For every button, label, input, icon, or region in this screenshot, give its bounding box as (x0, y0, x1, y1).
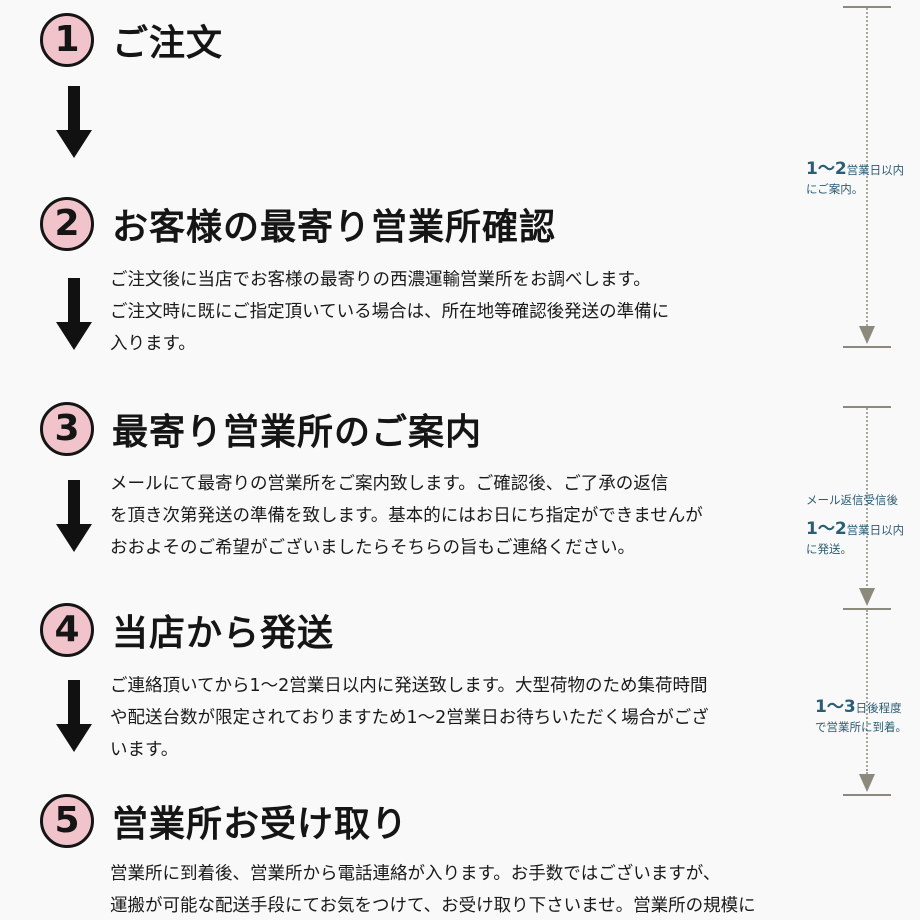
timeline-segment-1 (866, 8, 868, 326)
timeline-arrowhead-icon (859, 326, 875, 344)
timeline-label-3: 1〜3日後程度 で営業所に到着。 (815, 692, 907, 735)
step-5-header: 5 営業所お受け取り (40, 794, 408, 848)
down-arrow-icon (56, 480, 92, 552)
step-5-line: 営業所に到着後、営業所から電話連絡が入ります。お手数ではございますが、 (110, 864, 721, 884)
step-1-header: 1 ご注文 (40, 13, 223, 67)
timeline-label-1-days: 1〜2 (806, 159, 847, 179)
timeline-label-2: メール返信受信後 1〜2営業日以内 に発送。 (806, 492, 904, 557)
timeline-label-1-unit: 営業日以内 (846, 163, 905, 177)
step-2-line: 入ります。 (110, 334, 196, 354)
timeline-label-2-unit: 営業日以内 (846, 523, 905, 537)
step-1-title: ご注文 (112, 23, 224, 64)
step-3-line: を頂き次第発送の準備を致します。基本的にはお日にち指定ができませんが (110, 506, 703, 526)
timeline-tick (843, 6, 891, 8)
timeline-label-3-note: で営業所に到着。 (815, 720, 907, 734)
step-5-number: 5 (40, 794, 94, 848)
timeline-label-3-unit: 日後程度 (855, 701, 902, 715)
step-4-header: 4 当店から発送 (40, 603, 334, 657)
step-3-number: 3 (40, 402, 94, 456)
timeline-label-2-top: メール返信受信後 (806, 493, 898, 507)
step-2-title: お客様の最寄り営業所確認 (112, 207, 557, 248)
timeline-segment-3 (866, 610, 868, 774)
step-4-description: ご連絡頂いてから1〜2営業日以内に発送致します。大型荷物のため集荷時間 や配送台… (110, 670, 840, 766)
step-4-title: 当店から発送 (112, 613, 335, 654)
step-2-line: ご注文時に既にご指定頂いている場合は、所在地等確認後発送の準備に (110, 302, 670, 322)
timeline-label-1: 1〜2営業日以内 にご案内。 (806, 154, 904, 197)
timeline-label-3-days: 1〜3 (815, 697, 856, 717)
step-4-line: います。 (110, 740, 179, 760)
down-arrow-icon (56, 278, 92, 350)
timeline-arrowhead-icon (859, 588, 875, 606)
step-2-description: ご注文後に当店でお客様の最寄りの西濃運輸営業所をお調べします。 ご注文時に既にご… (110, 264, 840, 360)
step-1-number: 1 (40, 13, 94, 67)
timeline-label-2-note: に発送。 (806, 542, 852, 556)
step-2-number: 2 (40, 197, 94, 251)
step-4-line: ご連絡頂いてから1〜2営業日以内に発送致します。大型荷物のため集荷時間 (110, 676, 708, 696)
step-3-description: メールにて最寄りの営業所をご案内致します。ご確認後、ご了承の返信 を頂き次第発送… (110, 468, 840, 564)
step-3-title: 最寄り営業所のご案内 (112, 412, 483, 453)
timeline-tick (843, 608, 891, 610)
timeline-arrowhead-icon (859, 774, 875, 792)
step-3-line: メールにて最寄りの営業所をご案内致します。ご確認後、ご了承の返信 (110, 474, 669, 494)
step-3-header: 3 最寄り営業所のご案内 (40, 402, 482, 456)
step-4-line: や配送台数が限定されておりますため1〜2営業日お待ちいただく場合がござ (110, 708, 709, 728)
timeline-tick (843, 794, 891, 796)
step-2-line: ご注文後に当店でお客様の最寄りの西濃運輸営業所をお調べします。 (110, 270, 651, 290)
timeline-tick (843, 406, 891, 408)
down-arrow-icon (56, 86, 92, 158)
step-5-description: 営業所に到着後、営業所から電話連絡が入ります。お手数ではございますが、 運搬が可… (110, 858, 840, 920)
timeline-segment-2 (866, 408, 868, 586)
step-3-line: おおよそのご希望がございましたらそちらの旨もご連絡ください。 (110, 538, 635, 558)
step-2-header: 2 お客様の最寄り営業所確認 (40, 197, 556, 251)
step-5-title: 営業所お受け取り (112, 804, 409, 845)
timeline-tick (843, 346, 891, 348)
step-4-number: 4 (40, 603, 94, 657)
timeline-label-2-days: 1〜2 (806, 519, 847, 539)
down-arrow-icon (56, 680, 92, 752)
step-5-line: 運搬が可能な配送手段にてお気をつけて、お受け取り下さいませ。営業所の規模に (110, 896, 756, 916)
timeline-label-1-note: にご案内。 (806, 182, 864, 196)
